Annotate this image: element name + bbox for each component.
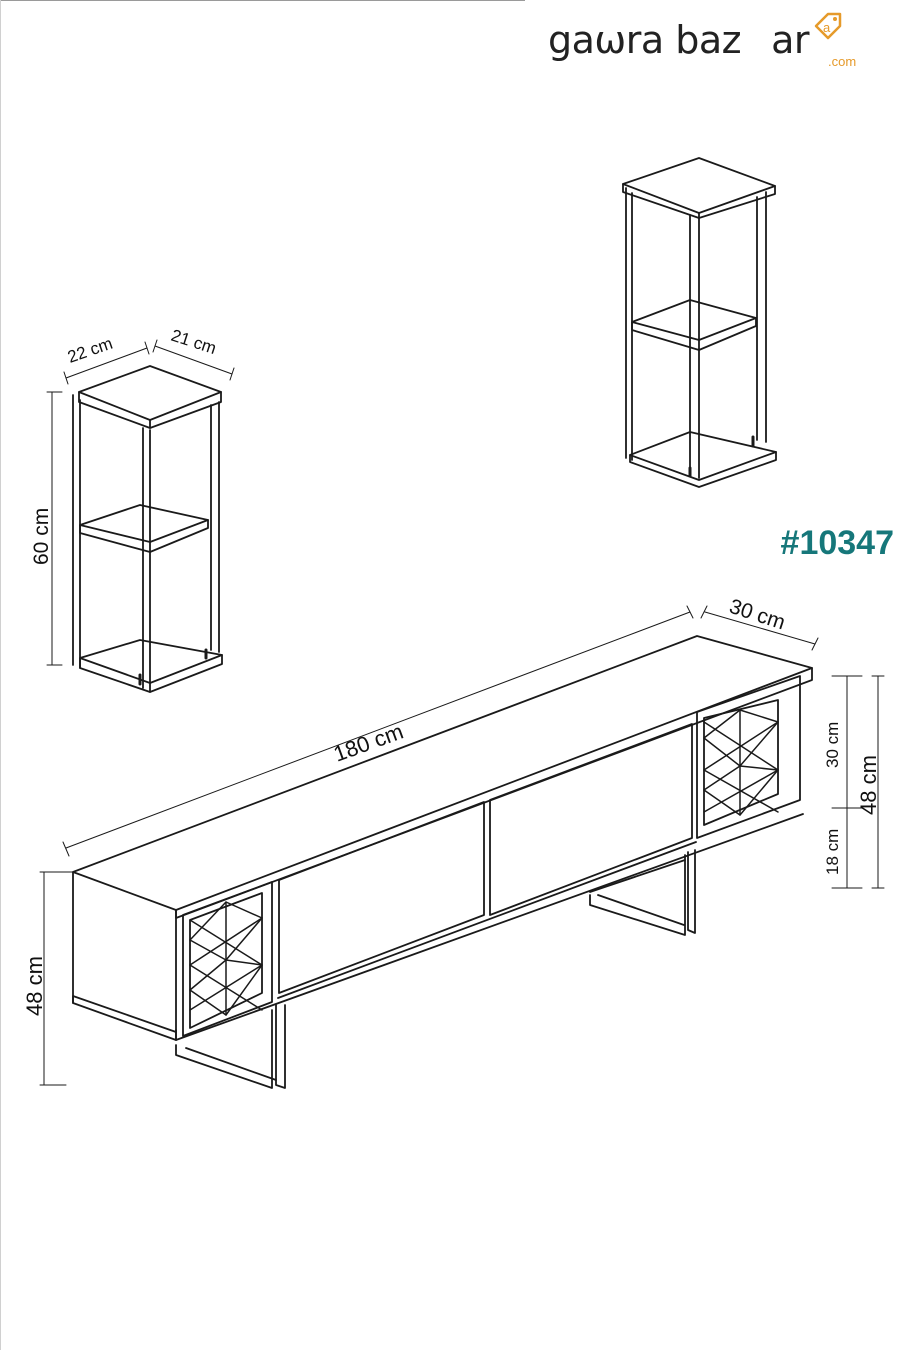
label-shelf-height: 60 cm (30, 508, 53, 565)
label-tv-depth: 30 cm (726, 595, 787, 635)
brand-domain: .com (828, 54, 857, 69)
label-tv-height-right: 48 cm (856, 755, 881, 815)
cabinet-door-pattern-left (189, 901, 263, 1016)
tag-letter: a (823, 20, 831, 35)
top-border-line (0, 0, 525, 1)
shelf-dimension-lines (46, 339, 235, 666)
cabinet-door-pattern-right (703, 709, 779, 816)
small-shelf-left (72, 365, 223, 693)
tv-unit (72, 635, 813, 1089)
brand-name-right: ar (771, 18, 809, 62)
left-border-line (0, 0, 1, 1350)
tv-dimension-lines (39, 605, 885, 1086)
brand-name: gaωra baz ar (548, 18, 809, 62)
label-cabinet-height: 30 cm (823, 722, 842, 768)
small-shelf-right (622, 157, 777, 488)
price-tag-icon: a (814, 12, 842, 40)
label-tv-height-left: 48 cm (22, 956, 47, 1016)
brand-logo: gaωra baz ar a .com (548, 8, 878, 69)
label-shelf-depth: 22 cm (65, 334, 115, 367)
label-leg-height: 18 cm (823, 829, 842, 875)
product-code: #10347 (780, 524, 894, 562)
brand-name-left: gaωra baz (548, 18, 742, 62)
